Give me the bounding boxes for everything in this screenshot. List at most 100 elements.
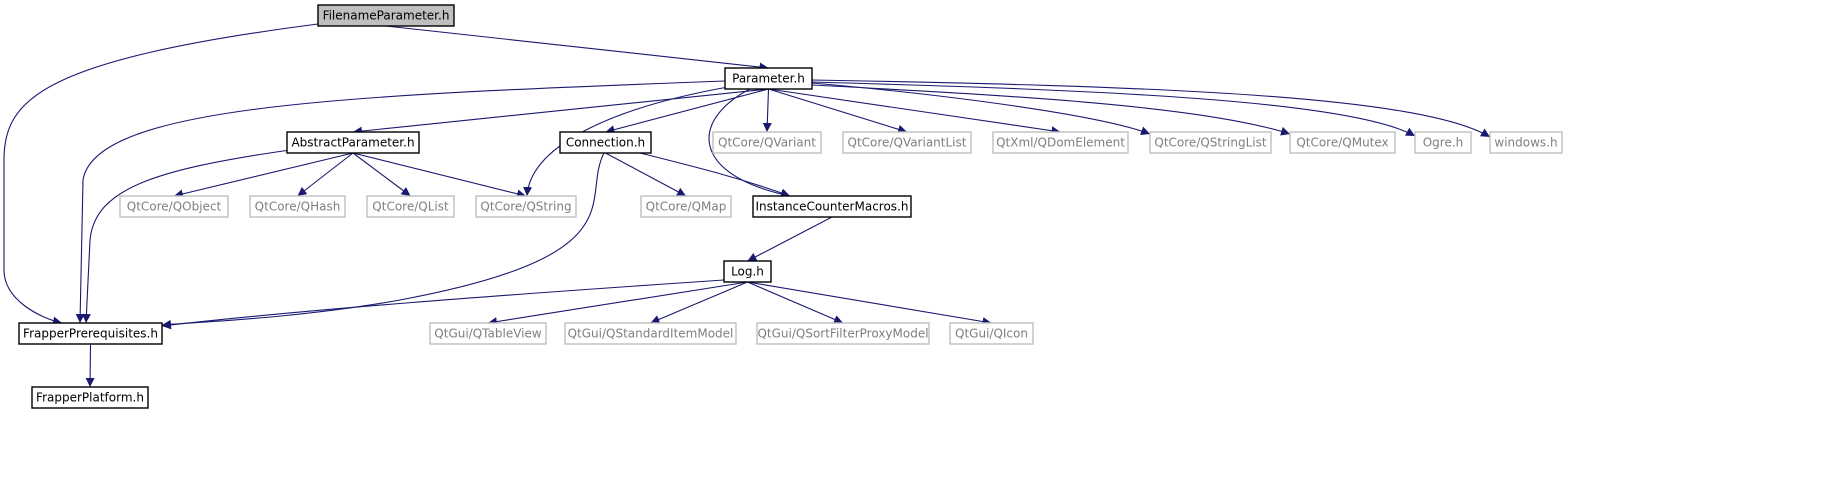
node-box-qsim	[564, 322, 737, 345]
edge-icm-to-log	[747, 216, 833, 262]
edge-abstract-to-qlist	[352, 152, 411, 197]
node-log[interactable]: Log.h	[723, 260, 772, 283]
edge-log-to-qtableview	[487, 281, 748, 327]
node-label-qmutex: QtCore/QMutex	[1296, 136, 1388, 150]
node-box-qvariant	[712, 131, 822, 154]
node-label-qvariant: QtCore/QVariant	[718, 136, 816, 150]
node-label-qtableview: QtGui/QTableView	[434, 327, 542, 341]
node-box-qdom	[992, 131, 1129, 154]
node-box-qicon	[949, 322, 1034, 345]
node-label-qicon: QtGui/QIcon	[955, 327, 1028, 341]
node-qtableview: QtGui/QTableView	[429, 322, 547, 345]
node-box-parameter	[724, 67, 813, 90]
node-label-ogre: Ogre.h	[1423, 136, 1464, 150]
edge-abstract-to-frapperprereq	[81, 149, 291, 324]
edge-log-to-qsim	[650, 281, 748, 324]
edge-parameter-to-qdom	[768, 88, 1061, 136]
node-label-connection: Connection.h	[566, 136, 645, 150]
edge-abstract-to-qstring	[352, 152, 527, 199]
node-qstring: QtCore/QString	[475, 195, 577, 218]
node-box-frapperplatform	[31, 386, 149, 409]
node-box-ogre	[1414, 131, 1472, 154]
edge-abstract-to-qobject	[173, 152, 354, 199]
edge-parameter-to-qmutex	[811, 84, 1291, 136]
node-label-qlist: QtCore/QList	[372, 200, 449, 214]
edge-log-to-frapperprereq	[161, 279, 725, 330]
edge-log-to-qsfpm	[747, 281, 844, 324]
node-label-qsim: QtGui/QStandardItemModel	[568, 327, 734, 341]
edge-parameter-to-abstract	[352, 88, 769, 136]
node-box-windows	[1489, 131, 1563, 154]
node-label-filename: FilenameParameter.h	[323, 9, 450, 23]
node-label-frapperprereq: FrapperPrerequisites.h	[23, 327, 158, 341]
node-frapperplatform[interactable]: FrapperPlatform.h	[31, 386, 149, 409]
node-windows: windows.h	[1489, 131, 1563, 154]
node-label-frapperplatform: FrapperPlatform.h	[36, 391, 144, 405]
edges-layer	[3, 23, 1491, 388]
node-filename[interactable]: FilenameParameter.h	[317, 4, 455, 27]
node-box-abstract	[286, 131, 420, 154]
node-label-qdom: QtXml/QDomElement	[996, 136, 1125, 150]
node-box-frapperprereq	[18, 322, 163, 345]
edge-frapperprereq-to-frapperplatform	[85, 343, 95, 388]
node-connection[interactable]: Connection.h	[559, 131, 652, 154]
node-qvariant: QtCore/QVariant	[712, 131, 822, 154]
node-qobject: QtCore/QObject	[119, 195, 229, 218]
edge-parameter-to-ogre	[811, 81, 1416, 137]
edge-filename-to-frapperprereq	[3, 23, 319, 326]
node-label-qmap: QtCore/QMap	[646, 200, 727, 214]
node-label-qstringlist: QtCore/QStringList	[1154, 136, 1266, 150]
edge-abstract-to-qhash	[297, 152, 354, 197]
node-box-qtableview	[429, 322, 547, 345]
node-label-qobject: QtCore/QObject	[127, 200, 222, 214]
node-qvariantlist: QtCore/QVariantList	[842, 131, 972, 154]
node-label-qhash: QtCore/QHash	[255, 200, 341, 214]
edge-parameter-to-qvariant	[762, 88, 772, 133]
node-ogre: Ogre.h	[1414, 131, 1472, 154]
edge-connection-to-frapperprereq	[161, 152, 605, 329]
edge-parameter-to-connection	[605, 88, 769, 135]
edge-parameter-to-qvariantlist	[768, 88, 908, 134]
node-qicon: QtGui/QIcon	[949, 322, 1034, 345]
node-box-qstring	[475, 195, 577, 218]
node-box-qhash	[249, 195, 346, 218]
edge-log-to-qicon	[747, 281, 992, 326]
node-box-qmutex	[1289, 131, 1396, 154]
node-abstract[interactable]: AbstractParameter.h	[286, 131, 420, 154]
node-parameter[interactable]: Parameter.h	[724, 67, 813, 90]
edge-filename-to-parameter	[385, 25, 769, 72]
edge-parameter-to-icm	[708, 88, 791, 199]
node-qstringlist: QtCore/QStringList	[1149, 131, 1272, 154]
node-box-qlist	[366, 195, 455, 218]
node-label-parameter: Parameter.h	[732, 72, 805, 86]
node-label-windows: windows.h	[1494, 136, 1557, 150]
node-label-qstring: QtCore/QString	[480, 200, 571, 214]
node-box-log	[723, 260, 772, 283]
edge-parameter-to-frapperprereq	[75, 80, 726, 324]
edge-parameter-to-qstringlist	[811, 82, 1151, 136]
node-box-qvariantlist	[842, 131, 972, 154]
edge-parameter-to-windows	[811, 79, 1491, 138]
node-box-qobject	[119, 195, 229, 218]
node-label-qvariantlist: QtCore/QVariantList	[848, 136, 967, 150]
node-qmutex: QtCore/QMutex	[1289, 131, 1396, 154]
node-box-icm	[752, 195, 912, 218]
node-frapperprereq[interactable]: FrapperPrerequisites.h	[18, 322, 163, 345]
node-label-abstract: AbstractParameter.h	[291, 136, 414, 150]
node-box-qsfpm	[756, 322, 930, 345]
node-label-icm: InstanceCounterMacros.h	[756, 200, 909, 214]
nodes-layer: FilenameParameter.hParameter.hAbstractPa…	[18, 4, 1563, 409]
node-box-connection	[559, 131, 652, 154]
node-icm[interactable]: InstanceCounterMacros.h	[752, 195, 912, 218]
node-qmap: QtCore/QMap	[640, 195, 732, 218]
node-label-log: Log.h	[731, 265, 764, 279]
node-label-qsfpm: QtGui/QSortFilterProxyModel	[757, 327, 928, 341]
node-box-qmap	[640, 195, 732, 218]
node-qsim: QtGui/QStandardItemModel	[564, 322, 737, 345]
node-qhash: QtCore/QHash	[249, 195, 346, 218]
node-qsfpm: QtGui/QSortFilterProxyModel	[756, 322, 930, 345]
node-qdom: QtXml/QDomElement	[992, 131, 1129, 154]
node-box-filename	[317, 4, 455, 27]
node-qlist: QtCore/QList	[366, 195, 455, 218]
